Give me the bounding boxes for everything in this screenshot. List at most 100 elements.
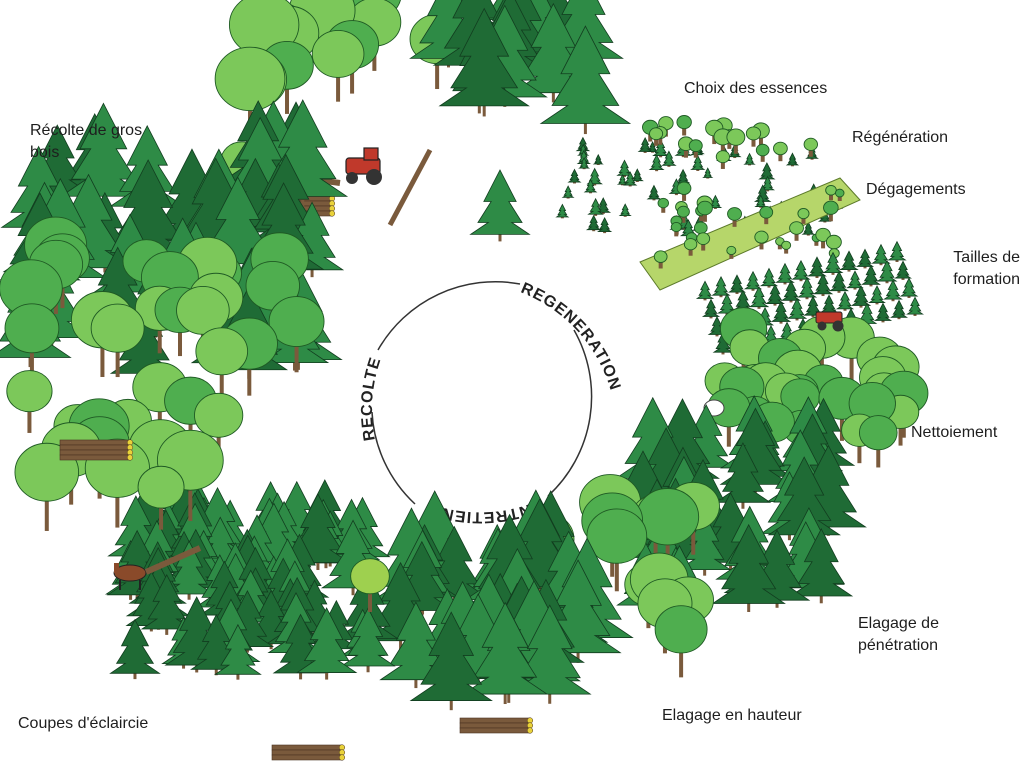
stand-eclaircie (104, 470, 399, 761)
broadleaf-tree (823, 200, 839, 222)
conifer-tree (873, 302, 893, 323)
conifer-tree (889, 299, 909, 320)
broadleaf-tree (683, 238, 698, 256)
broadleaf-tree (825, 184, 837, 201)
conifer-tree (796, 277, 818, 300)
label-coupes-eclaircie: Coupes d'éclaircie (18, 715, 149, 732)
conifer-tree (630, 168, 644, 182)
broadleaf-tree (586, 508, 648, 592)
conifer-tree (785, 152, 800, 167)
conifer-tree (652, 139, 670, 158)
conifer-tree (775, 262, 795, 285)
broadleaf-tree (789, 221, 804, 241)
conifer-tree (899, 277, 919, 298)
conifer-tree (583, 178, 598, 194)
broadleaf-tree (90, 303, 145, 378)
conifer-tree (871, 243, 891, 266)
label-tailles-formation: Tailles de formation (953, 249, 1020, 288)
conifer-tree (850, 285, 872, 308)
conifer-tree (759, 267, 779, 288)
conifer-tree (883, 279, 903, 302)
conifer-tree (801, 221, 816, 236)
conifer-tree (727, 274, 747, 294)
conifer-tree (807, 256, 827, 279)
conifer-tree (163, 540, 215, 600)
label-regeneration: Régénération (852, 129, 949, 146)
forest-stands (0, 0, 929, 761)
conifer-tree (743, 270, 763, 291)
small-tractor-icon (815, 311, 844, 332)
conifer-tree (648, 154, 665, 172)
conifer-tree (616, 173, 629, 186)
conifer-tree (295, 607, 358, 680)
conifer-tree (812, 273, 834, 297)
broadleaf-tree (137, 465, 185, 530)
phase-recolte: RECOLTE (359, 355, 385, 442)
conifer-tree (469, 169, 531, 242)
conifer-tree (587, 197, 604, 216)
conifer-tree (711, 275, 731, 298)
conifer-tree (711, 523, 786, 612)
label-elagage-hauteur: Elagage en hauteur (662, 707, 802, 724)
broadleaf-tree (797, 208, 810, 224)
conifer-tree (786, 297, 808, 321)
conifer-tree (622, 171, 638, 187)
broadleaf-tree (726, 128, 746, 154)
conifer-tree (555, 203, 570, 219)
label-choix-essences: Choix des essences (684, 80, 828, 97)
conifer-tree (561, 185, 575, 199)
conifer-tree (708, 194, 723, 209)
conifer-tree (618, 203, 632, 217)
label-elagage-penetration: Elagage de pénétration (858, 615, 939, 654)
conifer-tree (595, 197, 612, 214)
conifer-tree (214, 623, 262, 680)
conifer-tree (438, 7, 530, 117)
broadleaf-tree (773, 141, 788, 162)
log-pile (459, 717, 534, 734)
stand-elagage-hauteur (363, 489, 634, 734)
conifer-tree (539, 25, 632, 135)
conifer-tree (770, 300, 792, 324)
broadleaf-tree (697, 200, 713, 222)
broadleaf-tree (676, 181, 692, 201)
broadleaf-tree (670, 221, 682, 237)
conifer-tree (876, 259, 898, 284)
conifer-tree (743, 152, 756, 166)
horse-logging-icon (113, 545, 202, 590)
label-degagements: Dégagements (866, 181, 966, 198)
broadleaf-tree (268, 296, 325, 373)
broadleaf-tree (4, 303, 60, 379)
label-nettoiement: Nettoiement (911, 424, 998, 441)
conifer-tree (894, 260, 912, 280)
conifer-tree (760, 175, 776, 192)
conifer-tree (462, 601, 549, 705)
conifer-tree (803, 295, 823, 318)
conifer-tree (646, 184, 662, 201)
conifer-tree (714, 442, 772, 509)
cycle-arc-right (547, 329, 593, 497)
broadleaf-tree (350, 558, 390, 612)
broadleaf-tree (696, 232, 711, 251)
broadleaf-tree (657, 197, 669, 213)
conifer-tree (567, 168, 582, 184)
conifer-tree (855, 248, 875, 269)
conifer-tree (861, 264, 881, 287)
conifer-tree (748, 286, 770, 309)
conifer-tree (585, 214, 602, 232)
conifer-tree (828, 270, 850, 293)
broadleaf-tree (726, 245, 737, 259)
broadleaf-tree (6, 370, 53, 433)
broadleaf-tree (727, 207, 743, 227)
broadleaf-tree (759, 205, 774, 225)
conifer-tree (789, 528, 854, 604)
conifer-tree (906, 296, 924, 316)
broadleaf-tree (654, 605, 708, 678)
conifer-tree (637, 136, 653, 153)
broadleaf-tree (834, 188, 845, 201)
cycle-arc-left (371, 411, 416, 505)
conifer-tree (379, 601, 453, 689)
tractor-icon (345, 147, 382, 185)
broadleaf-tree (745, 126, 762, 147)
conifer-tree (695, 280, 715, 301)
